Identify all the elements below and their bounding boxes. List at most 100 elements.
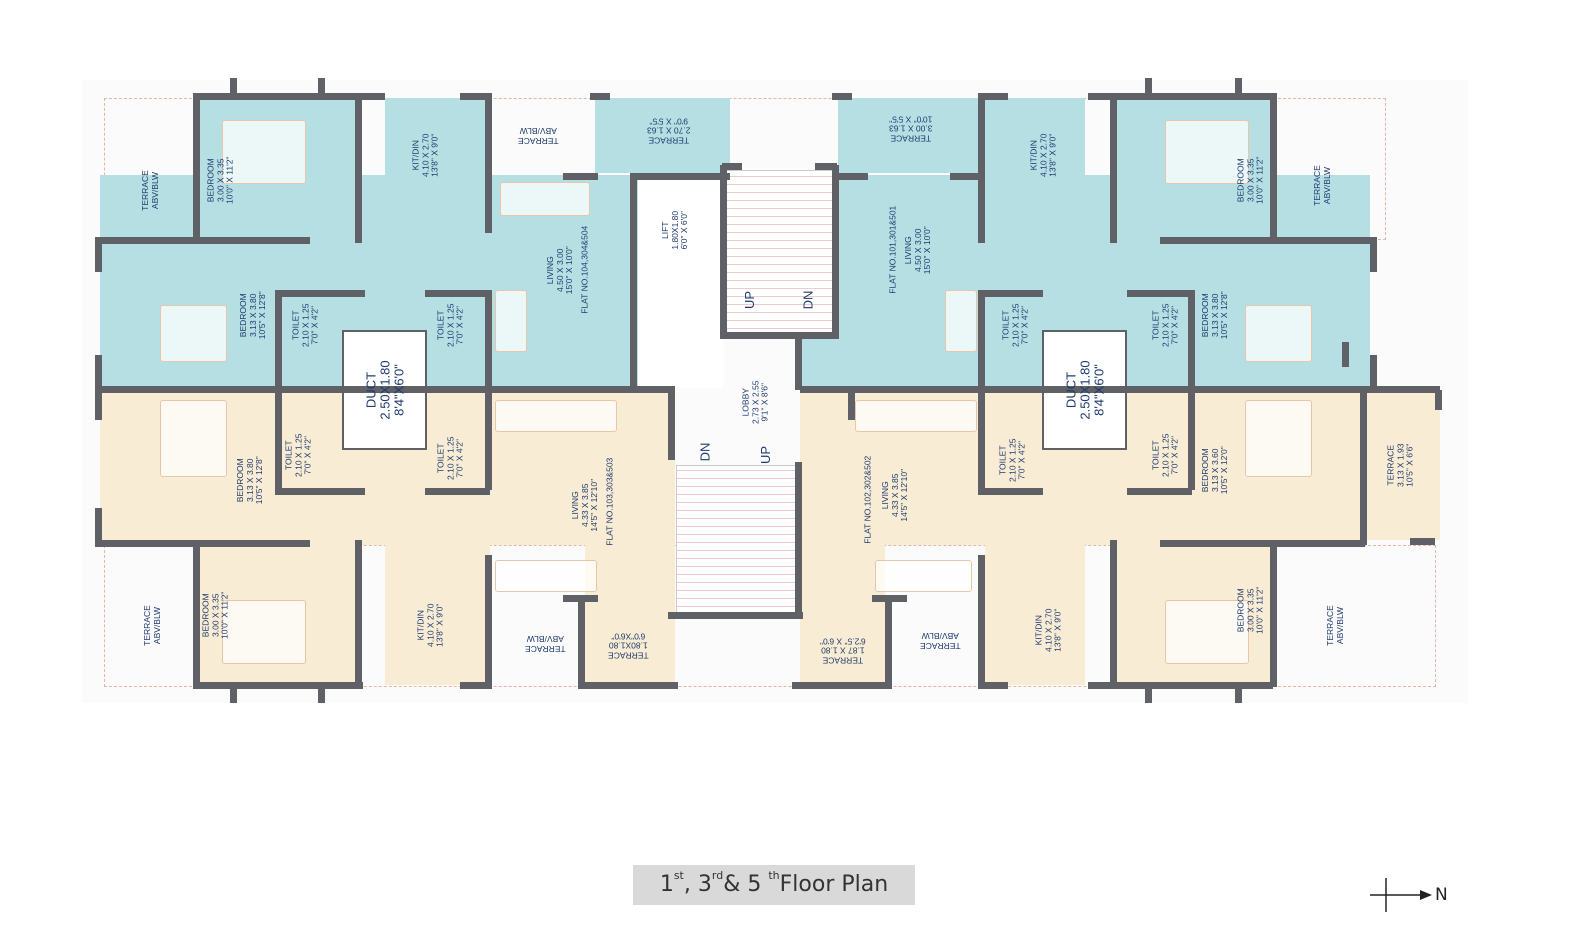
room-label-line: 8'4"X6'0"	[1091, 364, 1107, 416]
room-label-line: DN	[799, 290, 815, 310]
title-superscript: th	[768, 869, 780, 882]
room-label-line: 10'0" X 11'2"	[223, 156, 234, 204]
bed	[222, 600, 306, 664]
title-text: 5	[747, 872, 769, 897]
room-label-line: TERRACE	[524, 643, 566, 654]
wall	[425, 488, 490, 495]
room-label-line: TOILET	[282, 439, 293, 470]
wall	[795, 335, 802, 390]
room-label-line: 14'5" X 12'10"	[898, 468, 909, 522]
wall	[978, 390, 985, 490]
wall	[193, 545, 200, 687]
lift-shaft	[638, 178, 723, 388]
room-label-line: FLAT NO.104,304&504	[579, 225, 590, 314]
wall	[193, 682, 363, 689]
wall	[978, 488, 1043, 495]
room-label-line: BEDROOM	[204, 157, 215, 202]
wall	[485, 390, 492, 490]
room-label-line: 10'5" X 12'8"	[256, 290, 267, 339]
room-label-line: ABV/BLW	[1333, 606, 1344, 644]
wall	[630, 173, 637, 388]
wall	[193, 93, 358, 100]
room-label-line: 2.50X1.80	[1077, 360, 1093, 420]
room-label-line: ABV/BLW	[150, 606, 161, 644]
room-label-line: TERRACE	[822, 655, 864, 665]
wall	[1435, 390, 1442, 410]
wall	[1188, 390, 1195, 490]
sofa	[855, 400, 977, 432]
room-label-line: TERRACE	[1384, 444, 1395, 486]
room-label-line: TERRACE	[139, 169, 150, 211]
room-label-line: TERRACE	[1324, 604, 1335, 646]
room-label-line: 15'0" X 10'0"	[921, 225, 932, 274]
room-label-line: ABV/BLW	[148, 171, 159, 209]
sofa	[875, 560, 972, 592]
room-label-line: 6'0"X6'0"	[610, 631, 645, 641]
wall	[792, 682, 892, 689]
flat-103-terrace	[585, 545, 675, 685]
wall	[1370, 237, 1377, 272]
room-label-line: 7'0" X 4'2"	[1168, 305, 1179, 345]
sofa	[495, 290, 527, 352]
room-label-line: DUCT	[363, 371, 379, 409]
room-label: FLAT NO.102,302&502	[862, 456, 873, 544]
room-label-line: TOILET	[1149, 309, 1160, 340]
room-label-line: LIVING	[569, 490, 580, 519]
wall	[485, 93, 492, 233]
wall	[1342, 342, 1349, 367]
wall	[275, 488, 365, 495]
wall	[815, 163, 837, 170]
wall	[590, 93, 610, 100]
wall	[578, 682, 678, 689]
room-label-line: ABV/BLW	[921, 631, 959, 641]
room-label-line: 6'2.5" X 6'0"	[820, 636, 866, 646]
room-label-line: 14'5" X 12'10"	[588, 478, 599, 532]
room-label-line: 10'0" X 5'5"	[888, 114, 932, 124]
room-label-line: LOBBY	[739, 387, 750, 416]
room-label-line: FLAT NO.103,303&503	[604, 457, 615, 546]
title-superscript: st	[673, 869, 684, 882]
room-label-line: LIFT	[659, 221, 670, 239]
bed	[222, 120, 306, 184]
room-label-line: 10'0" X 11'2"	[1253, 586, 1264, 634]
title-text: &	[723, 872, 748, 897]
wall	[1110, 540, 1117, 687]
room-label: DN	[799, 290, 815, 310]
room-label-line: 7'0" X 4'2"	[1015, 440, 1026, 480]
bed	[1165, 120, 1249, 184]
north-label: N	[1435, 885, 1448, 905]
bed	[160, 305, 227, 362]
north-arrow: N	[1368, 876, 1458, 914]
room-label-line: TERRACE	[607, 650, 649, 660]
title-text: ,	[683, 872, 698, 897]
room-label-line: KIT/DIN	[1027, 139, 1038, 170]
room-label: UP	[758, 446, 773, 464]
room-label-line: LIVING	[879, 480, 890, 509]
wall	[720, 165, 727, 335]
room-label-line: 10'5" X 12'0"	[1218, 445, 1229, 494]
wall	[95, 540, 310, 547]
room-label-line: 13'8" X 9'0"	[1051, 608, 1062, 652]
room-label: FLAT NO.103,303&503	[604, 457, 615, 546]
room-label-line: 7'0" X 4'2"	[453, 438, 464, 478]
wall	[318, 78, 325, 98]
room-label: UP	[742, 291, 757, 309]
wall	[1235, 78, 1242, 98]
wall	[485, 555, 492, 687]
